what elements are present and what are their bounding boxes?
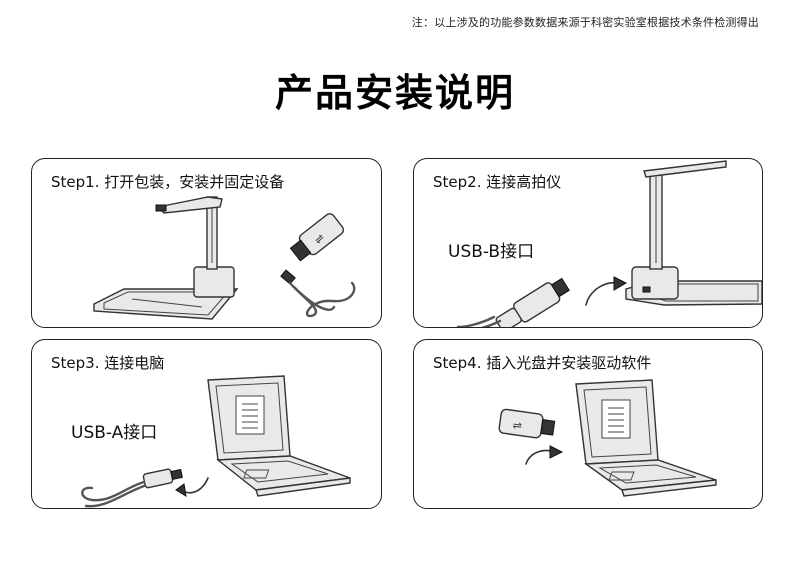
svg-text:⇌: ⇌ (512, 419, 523, 433)
usb-cable-icon (280, 269, 356, 318)
step-3-port-label: USB-A接口 (71, 423, 158, 443)
step-3-card: Step3. 连接电脑 USB-A接口 (31, 339, 382, 509)
step-2-port-label: USB-B接口 (448, 242, 535, 262)
document-camera-icon (625, 160, 762, 306)
step-3-heading: Step3. 连接电脑 (51, 354, 165, 372)
page-title: 产品安装说明 (274, 71, 515, 115)
step-4-card: Step4. 插入光盘并安装驱动软件 ⇌ (413, 339, 763, 509)
usb-key-icon: ⇌ (498, 408, 556, 439)
laptop-icon (207, 375, 351, 497)
arrow-icon (175, 477, 209, 497)
usb-b-cable-icon (456, 277, 570, 327)
usb-key-icon: ⇌ (289, 213, 345, 262)
step-2-heading: Step2. 连接高拍仪 (433, 173, 562, 191)
step-1-card: Step1. 打开包装，安装并固定设备 ⇌ (31, 158, 382, 328)
arrow-icon (585, 276, 628, 306)
laptop-icon (575, 379, 717, 497)
usb-a-cable-icon (81, 468, 183, 508)
step-2-card: Step2. 连接高拍仪 USB-B接口 (413, 158, 763, 328)
document-camera-icon (93, 196, 239, 320)
footnote: 注：以上涉及的功能参数数据来源于科密实验室根据技术条件检测得出 (411, 16, 759, 29)
step-1-heading: Step1. 打开包装，安装并固定设备 (51, 173, 285, 191)
arrow-icon (525, 445, 564, 465)
step-4-heading: Step4. 插入光盘并安装驱动软件 (433, 354, 652, 372)
